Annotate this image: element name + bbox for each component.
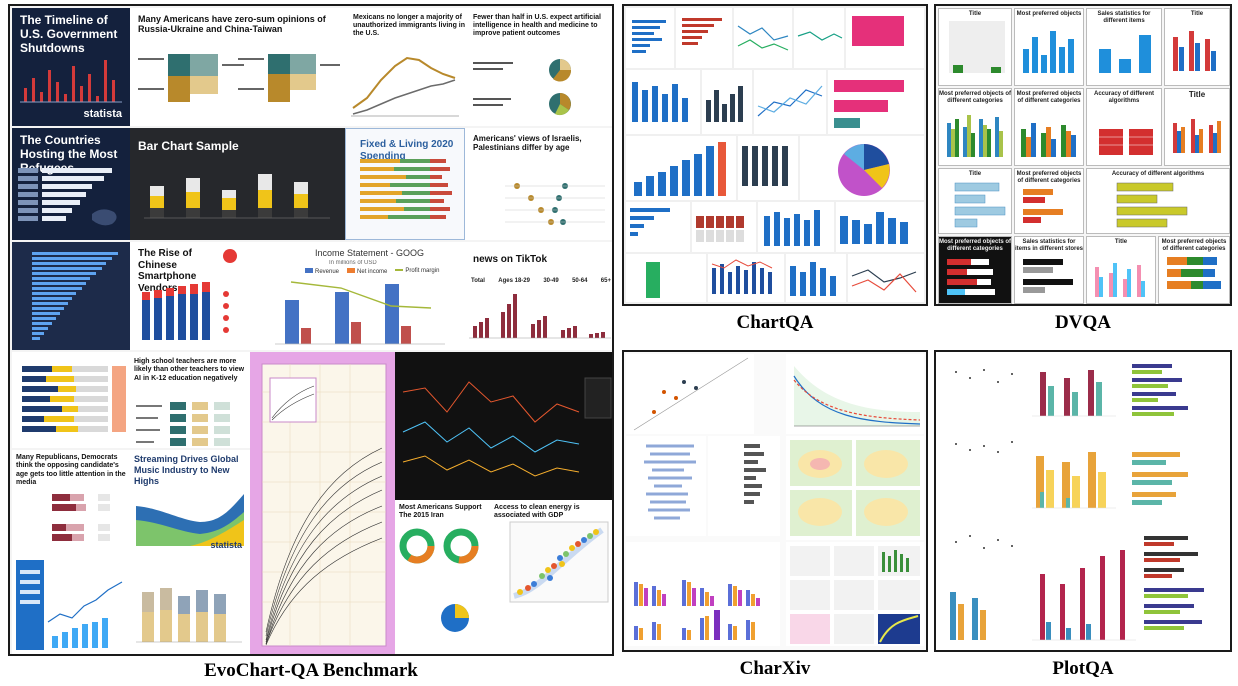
evochart-panel: The Timeline of U.S. Government Shutdown… bbox=[8, 4, 614, 656]
ai-title: Fewer than half in U.S. expect artificia… bbox=[473, 14, 601, 38]
republicans-bar-chart bbox=[52, 494, 110, 541]
ai-pie-charts bbox=[473, 59, 572, 116]
tall-hbar-chart bbox=[32, 252, 118, 340]
israelis-tile: Americans' views of Israelis, Palestinia… bbox=[465, 128, 612, 240]
barsample-stacked-chart bbox=[144, 174, 330, 219]
evochart-caption: EvoChart-QA Benchmark bbox=[204, 660, 418, 681]
stacked-columns-chart bbox=[136, 588, 242, 643]
stacked-rows-chart bbox=[22, 366, 126, 432]
dvqa-thumb-3: Sales statistics for different items bbox=[1086, 8, 1162, 86]
shutdowns-title: The Timeline of U.S. Government Shutdown… bbox=[20, 13, 118, 55]
dvqa-thumb-15: Most preferred objects of different cate… bbox=[1158, 236, 1230, 304]
tiktok-bar-chart bbox=[469, 294, 611, 339]
legend-revenue: Revenue bbox=[305, 268, 339, 275]
rise-title: The Rise of Chinese Smartphone Vendors bbox=[138, 248, 197, 294]
stock-lines-chart bbox=[402, 377, 612, 477]
israel-title: Americans' views of Israelis, Palestinia… bbox=[473, 134, 582, 153]
republicans-tile: Many Republicans, Democrats think the op… bbox=[12, 450, 130, 552]
dvqa-thumb-9: Title bbox=[938, 168, 1012, 234]
growth-curves-chart bbox=[261, 363, 387, 647]
teachers-title: High school teachers are more likely tha… bbox=[134, 358, 245, 382]
refugees-bar-chart bbox=[18, 168, 117, 226]
russia-quadrant-chart bbox=[138, 54, 340, 102]
barsample-title: Bar Chart Sample bbox=[138, 139, 239, 153]
growth-chart-tile bbox=[250, 352, 395, 654]
dvqa-panel: Title Most preferred objects Sales stati… bbox=[934, 4, 1232, 306]
income-subtitle: In millions of USD bbox=[329, 260, 377, 266]
plotqa-collage bbox=[950, 364, 1204, 641]
dvqa-thumb-10: Most preferred objects of different cate… bbox=[1014, 168, 1084, 234]
music-title: Streaming Drives Global Music Industry t… bbox=[134, 454, 239, 486]
dvqa-thumb-8: Title bbox=[1164, 88, 1230, 166]
music-industry-tile: Streaming Drives Global Music Industry t… bbox=[130, 450, 250, 552]
legend-net-income: Net income bbox=[347, 268, 387, 275]
music-area-chart bbox=[136, 494, 244, 546]
chartqa-panel bbox=[622, 4, 928, 306]
legend-profit-margin: Profit margin bbox=[395, 268, 439, 275]
clean-title: Access to clean energy is associated wit… bbox=[494, 504, 580, 520]
smartphone-tile: The Rise of Chinese Smartphone Vendors bbox=[130, 242, 245, 350]
dvqa-thumb-4: Title bbox=[1164, 8, 1230, 86]
dvqa-thumb-2: Most preferred objects bbox=[1014, 8, 1084, 86]
income-combo-chart bbox=[275, 281, 445, 345]
bar-chart-sample-tile: Bar Chart Sample bbox=[130, 128, 345, 240]
dvqa-thumb-11: Accuracy of different algorithms bbox=[1086, 168, 1230, 234]
ai-health-tile: Fewer than half in U.S. expect artificia… bbox=[465, 8, 612, 126]
teachers-table-chart bbox=[136, 402, 230, 446]
dvqa-thumb-7: Accuracy of different algorithms bbox=[1086, 88, 1162, 166]
teachers-tile: High school teachers are more likely tha… bbox=[130, 352, 250, 448]
iran-support-tile: Most Americans Support The 2015 Iran bbox=[395, 500, 490, 654]
fixed-title: Fixed & Living 2020 Spending bbox=[360, 139, 454, 162]
mexicans-tile: Mexicans no longer a majority of unautho… bbox=[345, 8, 465, 126]
income-statement-tile: Income Statement - GOOG In millions of U… bbox=[245, 242, 465, 350]
mexicans-title: Mexicans no longer a majority of unautho… bbox=[353, 14, 465, 38]
income-legend: Revenue Net income Profit margin bbox=[305, 268, 439, 275]
chartqa-caption: ChartQA bbox=[736, 312, 814, 333]
shutdowns-tile: The Timeline of U.S. Government Shutdown… bbox=[12, 8, 130, 126]
chartqa-collage bbox=[626, 8, 924, 302]
statista-logo-2: statista bbox=[210, 540, 242, 550]
fixed-living-tile: Fixed & Living 2020 Spending bbox=[345, 128, 465, 240]
israel-dot-chart bbox=[505, 183, 605, 225]
charxiv-collage bbox=[626, 354, 924, 646]
dvqa-caption: DVQA bbox=[1055, 312, 1111, 333]
stock-lines-tile bbox=[395, 352, 612, 500]
dashboard-tile bbox=[12, 552, 130, 654]
charxiv-caption: CharXiv bbox=[739, 658, 811, 679]
clean-energy-scatter bbox=[509, 521, 609, 603]
plotqa-caption: PlotQA bbox=[1052, 658, 1114, 679]
shutdowns-chart bbox=[20, 60, 122, 103]
dvqa-thumb-14: Title bbox=[1086, 236, 1156, 304]
support-title: Most Americans Support The 2015 Iran bbox=[399, 504, 482, 520]
plotqa-panel bbox=[934, 350, 1232, 652]
dvqa-thumb-13: Sales statistics for items in different … bbox=[1014, 236, 1084, 304]
dvqa-thumb-6: Most preferred objects of different cate… bbox=[1014, 88, 1084, 166]
charxiv-panel bbox=[622, 350, 928, 652]
fixed-stacked-hbar bbox=[360, 159, 452, 219]
russia-ukraine-tile: Many Americans have zero-sum opinions of… bbox=[130, 8, 345, 126]
stacked-columns-tile bbox=[130, 552, 250, 654]
dvqa-thumb-5: Most preferred objects of different cate… bbox=[938, 88, 1012, 166]
refugees-tile: The Countries Hosting the Most Refugees bbox=[12, 128, 130, 240]
tall-bars-tile bbox=[12, 242, 130, 350]
stacked-rows-tile bbox=[12, 352, 130, 448]
income-title: Income Statement - GOOG bbox=[315, 248, 425, 258]
iran-donut-charts bbox=[399, 528, 479, 632]
dvqa-thumb-1: Title bbox=[938, 8, 1012, 86]
dashboard-chart bbox=[16, 560, 123, 650]
tiktok-title: news on TikTok bbox=[473, 254, 548, 265]
republicans-title: Many Republicans, Democrats think the op… bbox=[16, 454, 126, 487]
russia-title: Many Americans have zero-sum opinions of… bbox=[138, 14, 326, 35]
mexicans-line-chart bbox=[351, 56, 459, 117]
clean-energy-tile: Access to clean energy is associated wit… bbox=[490, 500, 612, 654]
dvqa-thumb-12: Most preferred objects of different cate… bbox=[938, 236, 1012, 304]
smartphone-stacked-chart bbox=[142, 249, 237, 340]
statista-logo: statista bbox=[83, 108, 122, 120]
